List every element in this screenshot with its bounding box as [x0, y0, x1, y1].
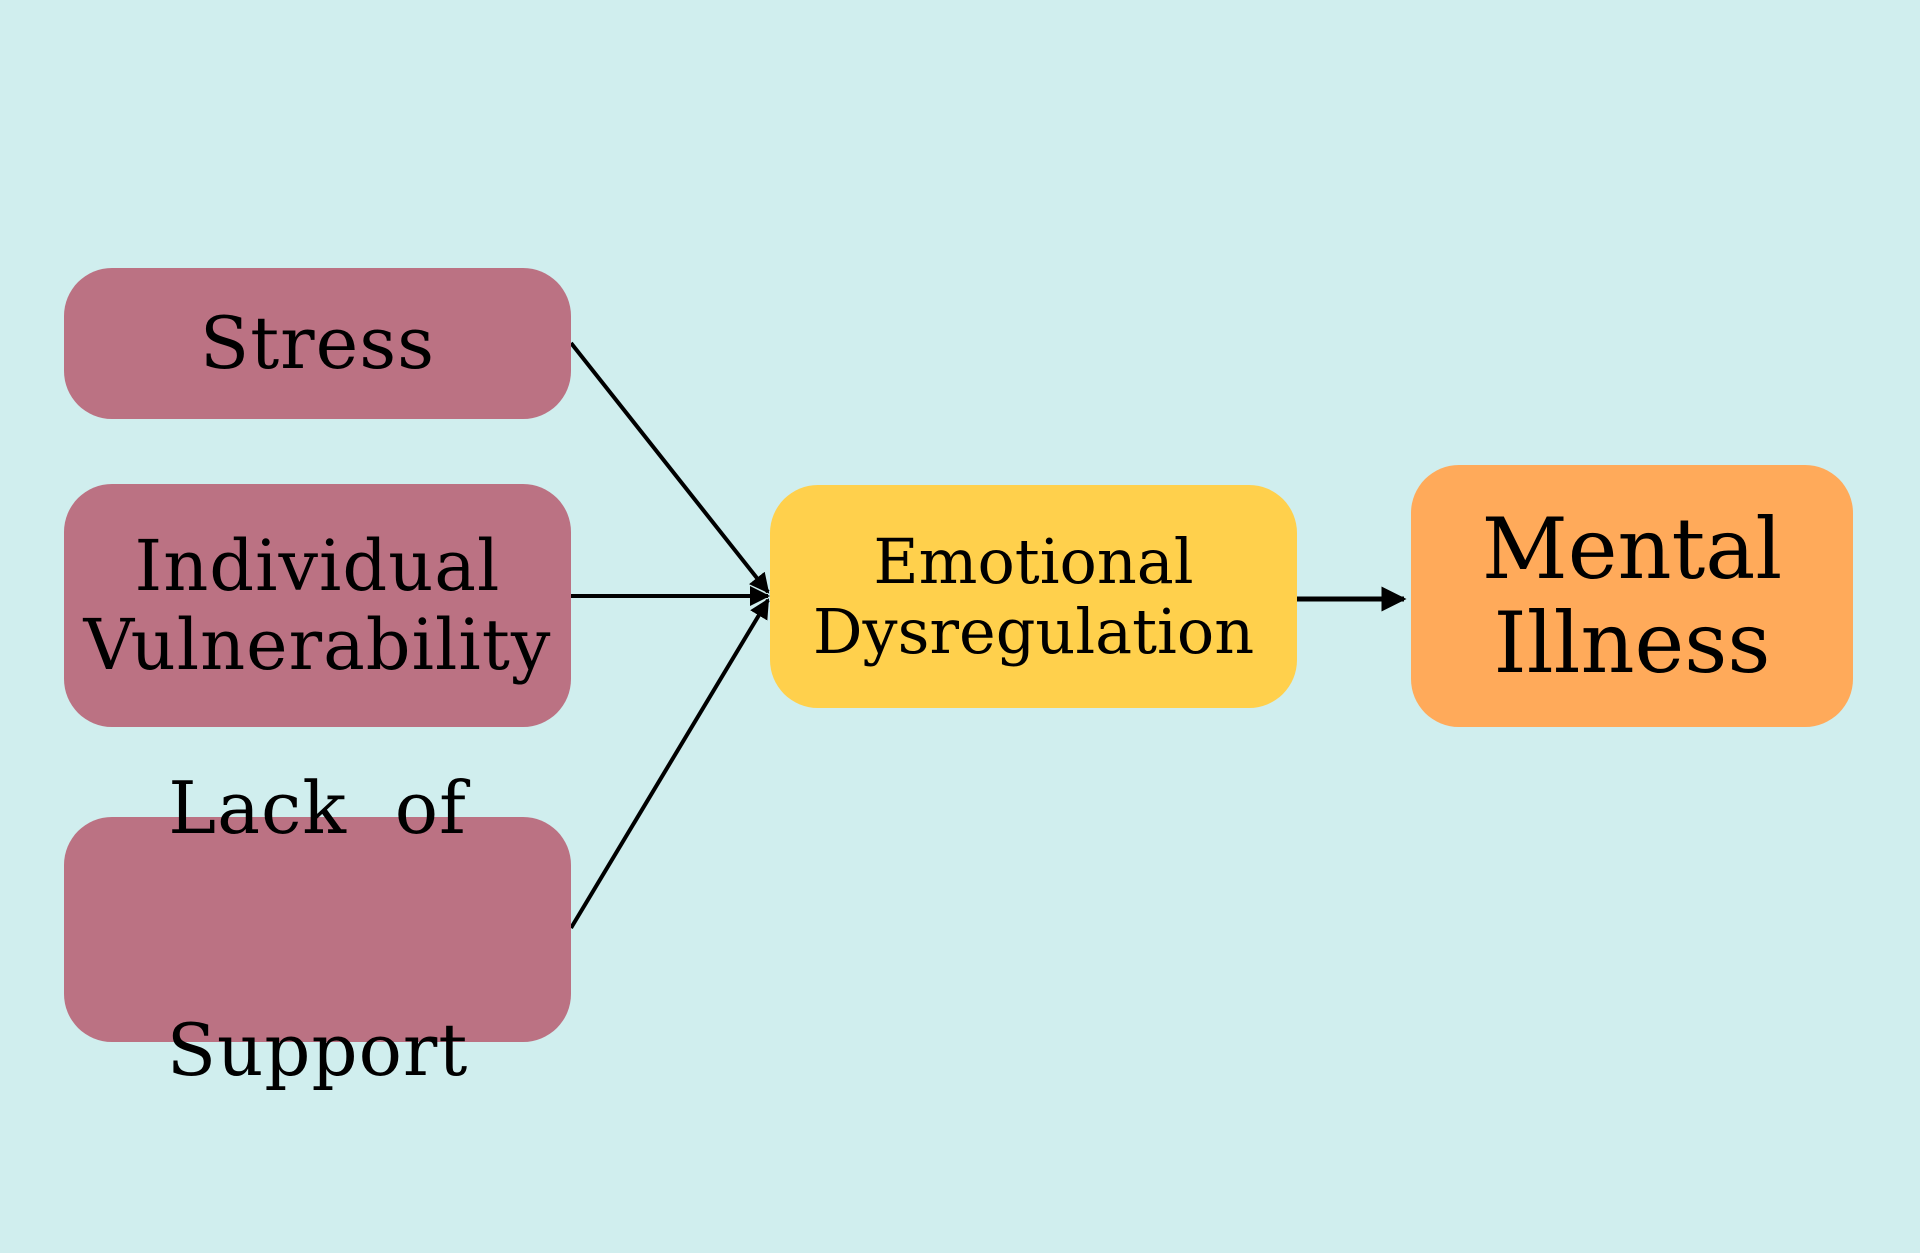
node-vulnerability-label-line2: Vulnerability: [83, 603, 552, 686]
node-support-label-line1: Lack of: [168, 766, 467, 851]
node-emotional-label-line2: Dysregulation: [812, 594, 1255, 668]
node-stress-label: Stress: [199, 301, 436, 386]
node-mental-illness: Mental Illness: [1411, 465, 1853, 727]
node-stress: Stress: [64, 268, 571, 419]
node-individual-vulnerability: Individual Vulnerability: [64, 484, 571, 727]
node-support-label-line2: Support: [166, 1008, 469, 1093]
node-mental-label-line1: Mental: [1481, 499, 1783, 598]
node-lack-of-support: Lack of Support: [64, 768, 571, 1090]
node-vulnerability-label-line1: Individual: [134, 525, 501, 608]
node-emotional-label-line1: Emotional: [873, 525, 1194, 599]
node-emotional-dysregulation: Emotional Dysregulation: [770, 485, 1297, 708]
edge-support-to-emotional: [569, 598, 770, 930]
edge-stress-to-emotional: [569, 341, 770, 594]
node-mental-label-line2: Illness: [1493, 594, 1771, 692]
